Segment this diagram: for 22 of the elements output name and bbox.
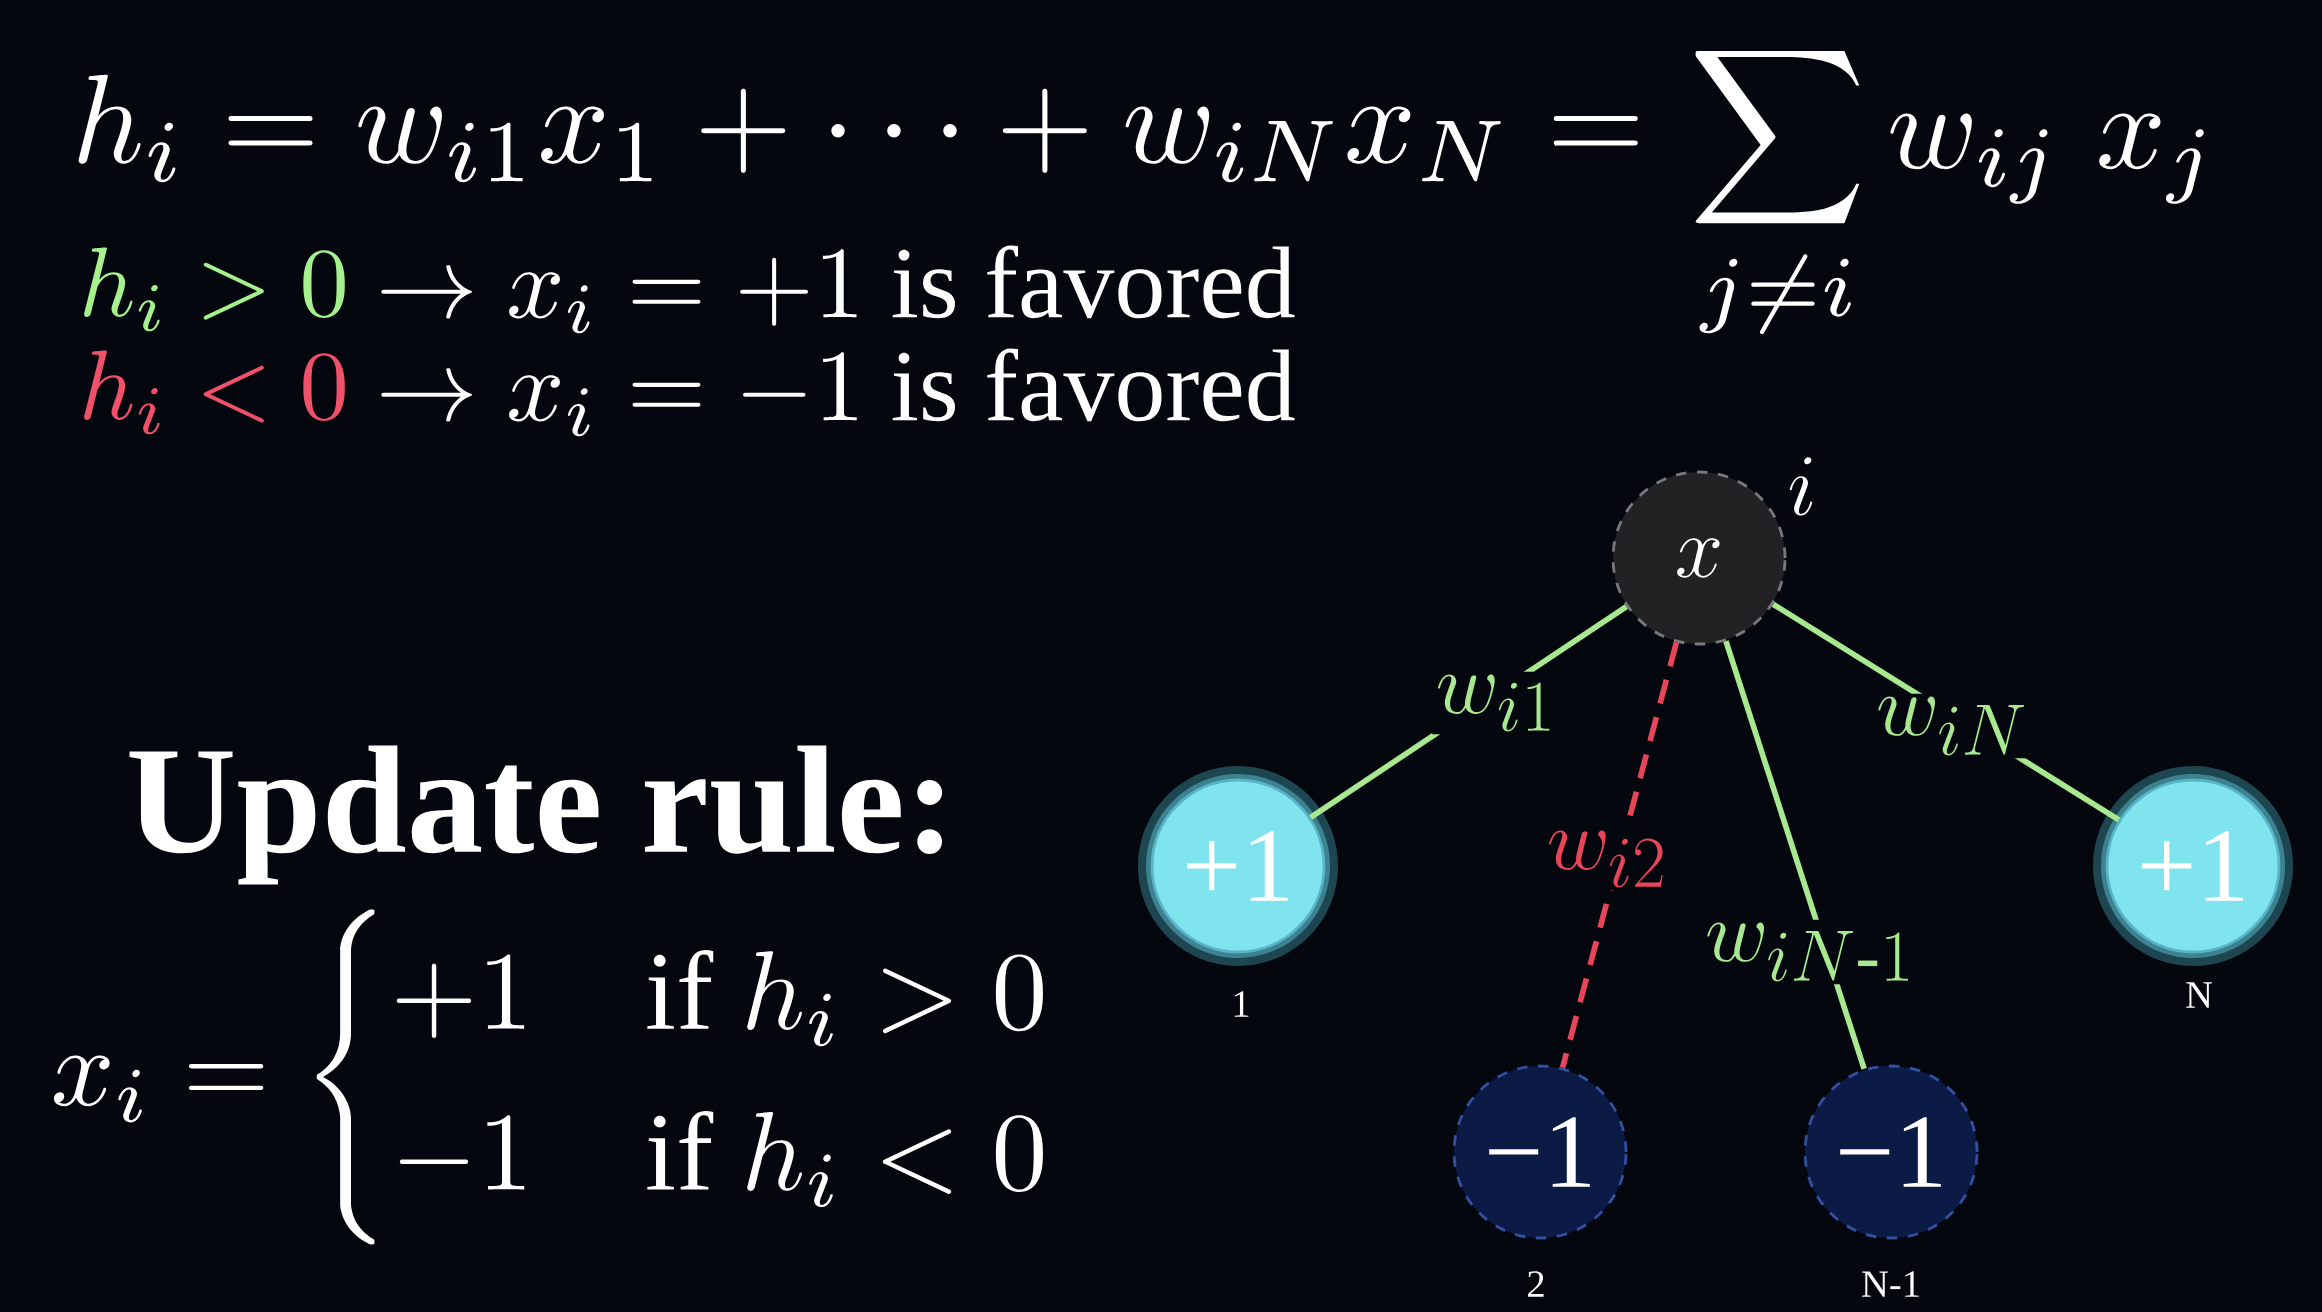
circle-node: +1	[1138, 766, 1339, 966]
equation: $h_i = w_{i1}x_1 + \cdots + w_{iN}x_N =$	[78, 74, 1638, 183]
node-label: N	[2186, 982, 2213, 1008]
edge-label: $w_{i1}$	[1432, 671, 1560, 735]
equation: $\rightarrow x_i = -1 \text{ is favored}$	[381, 348, 1295, 437]
circle-node: −1	[1452, 1064, 1628, 1240]
condition-formula: $h_i < 0$	[84, 350, 345, 435]
circle-node: +1	[2093, 766, 2294, 966]
edge-label: $w_{i2}$	[1543, 827, 1671, 891]
equation: $x_i = \begin{cases} +1 & \text{if } h_i > 0 \\ -1 & \text{if } h_i < 0 \end{cases}$	[53, 909, 1043, 1245]
node-label: 1	[1234, 991, 1249, 1017]
node-label: $i$	[1789, 457, 1813, 516]
equation: $\sum_{j\neq i} w_{ij}\; x_j$	[1695, 51, 2204, 335]
circle-node: −1	[1803, 1064, 1979, 1240]
heading: Update rule:	[129, 745, 943, 885]
equation: $\rightarrow x_i = +1 \text{ is favored}$	[381, 245, 1295, 334]
edge-label: $w_{iN}$	[1872, 693, 2032, 759]
condition-formula: $h_i > 0$	[84, 247, 345, 332]
circle-node: $x$	[1611, 470, 1787, 646]
node-label: 2	[1528, 1271, 1544, 1297]
edge-label: $w_{iN\text{-}1}$	[1701, 919, 1919, 985]
node-label: N-1	[1862, 1271, 1919, 1297]
